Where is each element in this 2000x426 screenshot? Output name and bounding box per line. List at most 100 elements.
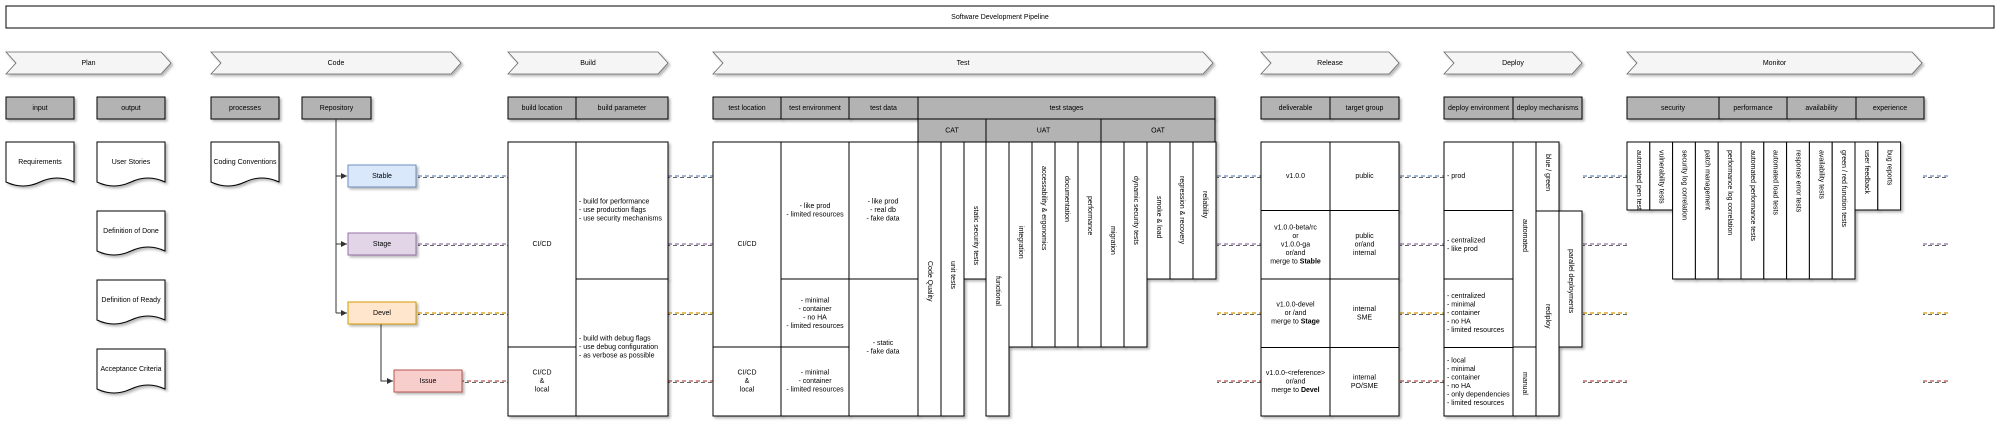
build-location-text: CI/CD&local bbox=[532, 369, 551, 393]
stage-chevron-deploy bbox=[1443, 51, 1583, 75]
branch-label: Devel bbox=[373, 310, 391, 317]
deploy-env-text: - centralized- minimal- container- no HA… bbox=[1447, 293, 1505, 334]
deploy-mech-label: rediploy bbox=[1544, 304, 1551, 329]
stage-chevron-plan bbox=[5, 51, 172, 75]
stage-label: Code bbox=[328, 60, 345, 67]
deploy-env-text: - centralized- like prod bbox=[1447, 237, 1485, 253]
branch-label: Stable bbox=[372, 173, 392, 180]
monitor-item-label: user feedback bbox=[1863, 150, 1870, 194]
monitor-experience-header bbox=[1855, 96, 1925, 120]
branch-label: Stage bbox=[373, 241, 391, 248]
test-env-text: - minimal- container- limited resources bbox=[786, 369, 844, 393]
release-target-cell bbox=[1329, 141, 1400, 211]
deploy-mech-header-label: deploy mechanisms bbox=[1517, 105, 1579, 112]
test-env-text: - like prod- limited resources bbox=[786, 202, 844, 218]
test-location-text: CI/CD bbox=[737, 241, 756, 248]
monitor-availability-header-label: availability bbox=[1805, 105, 1838, 112]
pipeline-title-box bbox=[5, 5, 1995, 29]
test-env-minimal bbox=[780, 278, 850, 348]
plan-output-header bbox=[96, 96, 166, 120]
test-environment-header-label: test environment bbox=[789, 105, 841, 112]
monitor-item-label: patch management bbox=[1703, 150, 1710, 210]
output-doc bbox=[96, 210, 166, 256]
stage-label: Build bbox=[580, 60, 596, 67]
deploy-env-text: - prod bbox=[1447, 173, 1465, 180]
release-target-cell bbox=[1329, 347, 1400, 417]
test-env-text: - minimal- container- no HA- limited res… bbox=[786, 297, 844, 330]
branch-stage bbox=[347, 232, 417, 256]
stage-label: Release bbox=[1317, 60, 1343, 67]
branch-flow-lines bbox=[418, 175, 1948, 383]
stage-label: Deploy bbox=[1502, 60, 1524, 67]
stage-label: Plan bbox=[81, 60, 95, 67]
release-deliverable-cell bbox=[1260, 210, 1331, 280]
output-doc bbox=[96, 348, 166, 394]
monitor-performance-header-label: performance bbox=[1733, 105, 1772, 112]
uat-test-label: documentation bbox=[1063, 176, 1070, 222]
release-deliverable-cell bbox=[1260, 141, 1331, 211]
processes-header-label: processes bbox=[229, 105, 261, 112]
test-location-cicd bbox=[712, 141, 782, 348]
deploy-env-cell bbox=[1443, 278, 1514, 348]
monitor-item-label: automated pen test bbox=[1635, 150, 1642, 210]
oat-test-label: regression & recovery bbox=[1178, 176, 1185, 245]
cat-test-label: static security tests bbox=[972, 206, 979, 266]
release-target: public bbox=[1355, 173, 1374, 180]
uat-header-label: UAT bbox=[1037, 127, 1051, 134]
oat-test-label: smoke & load bbox=[1155, 196, 1162, 239]
test-data-static bbox=[848, 278, 919, 417]
deliverable-header-label: deliverable bbox=[1279, 105, 1313, 112]
monitor-item-label: automated load tests bbox=[1772, 150, 1779, 215]
plan-input-header bbox=[5, 96, 75, 120]
uat-column bbox=[1077, 141, 1102, 348]
build-location-cicd bbox=[507, 141, 577, 348]
stage-chevron-code bbox=[210, 51, 462, 75]
branch-stable bbox=[347, 164, 417, 188]
deploy-mech-header bbox=[1512, 96, 1583, 120]
monitor-item-label: automated performance tests bbox=[1749, 150, 1756, 242]
monitor-security-header-label: security bbox=[1661, 105, 1686, 112]
build-parameter-header bbox=[575, 96, 669, 120]
branch-devel bbox=[347, 301, 417, 325]
build-parameter-header-label: build parameter bbox=[598, 105, 647, 112]
test-data-text: - static- fake data bbox=[866, 339, 899, 355]
deploy-mech-label: automated bbox=[1521, 219, 1528, 252]
stage-label: Test bbox=[957, 60, 970, 67]
cat-test-label: unit tests bbox=[949, 261, 956, 290]
output-doc-label: Definition of Done bbox=[103, 228, 159, 235]
output-doc bbox=[96, 279, 166, 325]
deploy-env-cell bbox=[1443, 347, 1514, 417]
oat-test-label: dynamic security tests bbox=[1132, 176, 1139, 245]
test-stages-header-label: test stages bbox=[1050, 105, 1084, 112]
monitor-item-label: bug reports bbox=[1886, 150, 1893, 186]
test-data-text: - like prod- real db- fake data bbox=[866, 198, 899, 222]
build-parameter-debug bbox=[575, 278, 669, 417]
test-location-header-label: test location bbox=[728, 105, 765, 112]
cat-header-label: CAT bbox=[945, 127, 959, 134]
coding-conventions-doc bbox=[210, 141, 280, 187]
uat-test-label: functional bbox=[994, 276, 1001, 306]
deploy-env-cell bbox=[1443, 141, 1514, 211]
stage-chevron-test bbox=[712, 51, 1214, 75]
deploy-mech-parallel bbox=[1558, 210, 1583, 348]
release-target-cell bbox=[1329, 210, 1400, 280]
monitor-item-label: response error tests bbox=[1795, 150, 1802, 213]
build-parameter-text: - build with debug flags- use debug conf… bbox=[579, 335, 658, 359]
build-parameter-perf bbox=[575, 141, 669, 280]
stage-label: Monitor bbox=[1763, 60, 1787, 67]
build-location-text: CI/CD bbox=[532, 241, 551, 248]
build-location-header-label: build location bbox=[522, 105, 563, 112]
target-group-header-label: target group bbox=[1346, 105, 1384, 112]
build-parameter-text: - build for performance- use production … bbox=[579, 198, 662, 222]
issue-arrow bbox=[380, 324, 393, 384]
monitor-item-label: availability tests bbox=[1817, 150, 1824, 200]
monitor-column bbox=[1877, 141, 1902, 211]
plan-output-header-label: output bbox=[121, 105, 141, 112]
oat-column bbox=[1192, 141, 1217, 280]
